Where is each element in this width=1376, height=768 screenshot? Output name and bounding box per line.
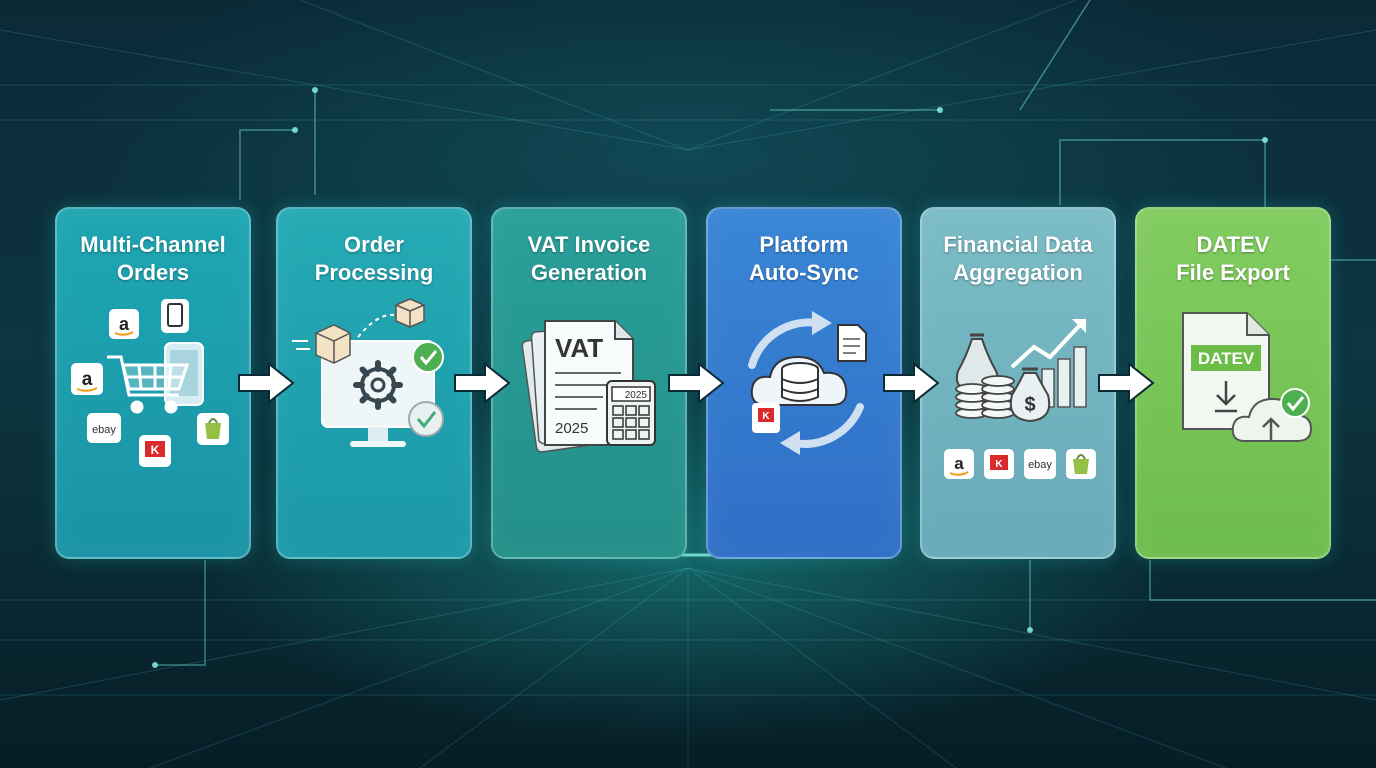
sync-arrow-head <box>780 431 800 455</box>
order-processing-illustration <box>292 298 444 447</box>
amazon-logo-icon: a <box>109 309 139 339</box>
download-icon <box>1215 381 1237 413</box>
package-icon <box>395 298 425 328</box>
step-title: Platform Auto-Sync <box>708 231 900 287</box>
file-icon: DATEV <box>1182 312 1270 430</box>
step-title-line1: Multi-Channel <box>80 232 226 257</box>
coin-stack-icon <box>955 375 1015 419</box>
step-card-multi-channel-orders: Multi-Channel Orders a a <box>55 207 251 559</box>
step-title: DATEV File Export <box>1137 231 1329 287</box>
step-title-line2: Aggregation <box>953 260 1083 285</box>
vat-invoice-illustration: VAT 2025 2025 <box>521 320 656 453</box>
svg-text:K: K <box>995 459 1003 470</box>
step-title-line1: Order <box>344 232 404 257</box>
flow-arrow-icon <box>883 361 940 405</box>
document-icon <box>837 324 867 362</box>
step-card-platform-auto-sync: Platform Auto-Sync <box>706 207 902 559</box>
svg-text:K: K <box>762 411 770 422</box>
checkmark-icon <box>412 341 444 373</box>
svg-text:a: a <box>954 454 964 473</box>
flow-arrow-icon <box>238 361 295 405</box>
calculator-icon: 2025 <box>606 380 656 446</box>
checkmark-icon <box>408 401 444 437</box>
auto-sync-illustration: K <box>748 311 867 455</box>
sync-arrow-head <box>812 311 832 335</box>
step-title-line2: Auto-Sync <box>749 260 859 285</box>
monitor-icon <box>321 340 435 447</box>
step-card-financial-data-aggregation: Financial Data Aggregation <box>920 207 1116 559</box>
svg-text:ebay: ebay <box>92 424 116 436</box>
step-title-line1: DATEV <box>1196 232 1270 257</box>
kaufland-logo-icon: K <box>139 435 171 467</box>
money-bag-icon: $ <box>1009 367 1051 423</box>
checkmark-icon <box>1280 388 1310 418</box>
step-card-vat-invoice-generation: VAT Invoice Generation VAT 2025 <box>491 207 687 559</box>
ebay-logo-icon: ebay <box>87 413 121 443</box>
financial-aggregation-illustration: $ a K ebay <box>944 319 1096 479</box>
svg-text:a: a <box>82 369 93 390</box>
kaufland-logo-icon: K <box>984 449 1014 479</box>
svg-text:2025: 2025 <box>625 390 648 401</box>
step-title-line2: Processing <box>314 260 434 285</box>
smartphone-icon <box>161 299 189 333</box>
svg-text:a: a <box>119 314 130 334</box>
step-card-datev-file-export: DATEV File Export DATEV <box>1135 207 1331 559</box>
step-title-line1: VAT Invoice <box>527 232 651 257</box>
svg-text:DATEV: DATEV <box>1198 349 1255 368</box>
flow-arrow-icon <box>668 361 725 405</box>
step-title: Multi-Channel Orders <box>57 231 249 287</box>
shopping-cart-icon <box>107 355 190 414</box>
gear-icon <box>353 360 403 410</box>
svg-text:VAT: VAT <box>555 333 603 363</box>
step-title-line1: Financial Data <box>943 232 1093 257</box>
trend-arrow-icon <box>1010 319 1086 369</box>
step-title: VAT Invoice Generation <box>493 231 685 287</box>
ebay-logo-icon: ebay <box>1024 449 1056 479</box>
svg-text:$: $ <box>1024 394 1035 416</box>
svg-text:2025: 2025 <box>555 420 588 437</box>
shopify-logo-icon <box>1066 449 1096 479</box>
step-title-line2: Orders <box>116 260 190 285</box>
database-icon <box>781 362 819 402</box>
step-title-line1: Platform <box>759 232 849 257</box>
step-title: Financial Data Aggregation <box>922 231 1114 287</box>
bar-chart-icon <box>1041 346 1087 408</box>
step-title-line2: Generation <box>530 260 648 285</box>
sync-arrows-icon <box>748 318 864 448</box>
step-title: Order Processing <box>278 231 470 287</box>
step-card-order-processing: Order Processing <box>276 207 472 559</box>
flow-arrow-icon <box>454 361 511 405</box>
package-icon <box>315 324 351 364</box>
flow-arrow-icon <box>1098 361 1155 405</box>
shopify-logo-icon <box>197 413 229 445</box>
datev-export-illustration: DATEV <box>1182 312 1313 442</box>
amazon-logo-icon: a <box>944 449 974 479</box>
svg-text:K: K <box>151 443 160 457</box>
multi-channel-illustration: a a <box>71 299 229 467</box>
svg-text:ebay: ebay <box>1028 459 1052 471</box>
amazon-logo-icon: a <box>71 363 103 395</box>
kaufland-logo-icon: K <box>752 403 780 433</box>
step-title-line2: File Export <box>1176 260 1290 285</box>
